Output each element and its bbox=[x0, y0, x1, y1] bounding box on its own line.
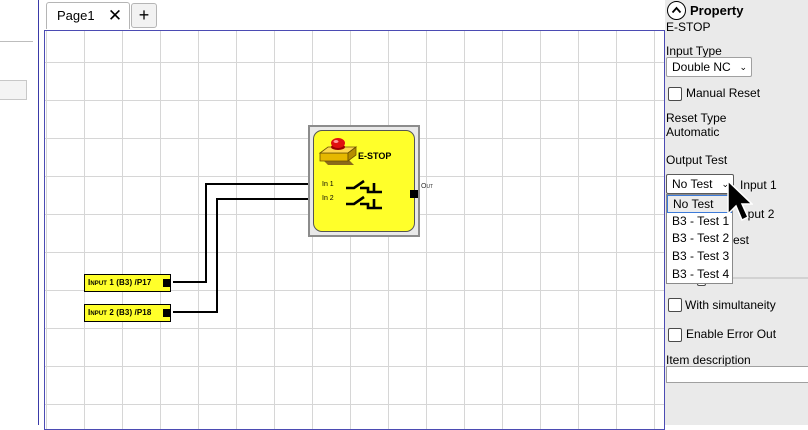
input-block-2-label: Input 2 (B3) /P18 bbox=[88, 308, 152, 317]
manual-reset-checkbox[interactable] bbox=[668, 87, 682, 101]
input-block-1-label: Input 1 (B3) /P17 bbox=[88, 278, 152, 287]
emergency-button-icon bbox=[318, 138, 358, 165]
enable-error-out-label: Enable Error Out bbox=[686, 327, 777, 341]
chevron-down-icon: ⌄ bbox=[739, 62, 747, 72]
input-block-2-port[interactable] bbox=[163, 309, 171, 317]
input-type-select[interactable]: Double NC ⌄ bbox=[666, 57, 752, 77]
output-test-dropdown[interactable]: No Test B3 - Test 1 B3 - Test 2 B3 - Tes… bbox=[666, 194, 733, 284]
panel-title: Property bbox=[690, 3, 744, 18]
output-test-label: Output Test bbox=[666, 153, 728, 167]
dropdown-option[interactable]: B3 - Test 4 bbox=[672, 266, 730, 281]
property-panel: Property E-STOP Input Type Double NC ⌄ M… bbox=[665, 0, 808, 425]
left-panel bbox=[0, 0, 39, 425]
element-name: E-STOP bbox=[666, 20, 711, 34]
wire-layer bbox=[173, 183, 313, 313]
estop-out-label: Out bbox=[421, 183, 434, 190]
tab-page1-label: Page1 bbox=[57, 8, 95, 23]
with-simultaneity-checkbox[interactable] bbox=[668, 298, 682, 312]
nc-contact-icon bbox=[346, 179, 382, 210]
item-description-label: Item description bbox=[666, 353, 751, 367]
reset-type-value: Automatic bbox=[666, 125, 720, 139]
chevron-down-icon: ⌄ bbox=[721, 179, 729, 189]
output-test-value: No Test bbox=[672, 177, 713, 191]
left-panel-field[interactable] bbox=[0, 80, 27, 100]
dropdown-option[interactable]: B3 - Test 3 bbox=[672, 249, 730, 264]
wire-input2-to-in2 bbox=[173, 198, 313, 313]
input-type-label: Input Type bbox=[666, 44, 722, 58]
output-test-select[interactable]: No Test ⌄ bbox=[666, 174, 734, 194]
close-icon[interactable]: ✕ bbox=[107, 6, 123, 25]
estop-in1-label: In 1 bbox=[322, 181, 334, 188]
estop-in2-label: In 2 bbox=[322, 195, 334, 202]
dropdown-option[interactable]: B3 - Test 1 bbox=[672, 213, 730, 228]
dropdown-option[interactable]: No Test bbox=[667, 195, 732, 213]
enable-error-out-checkbox[interactable] bbox=[668, 328, 682, 342]
input1-label: Input 1 bbox=[740, 178, 777, 192]
reset-type-label: Reset Type bbox=[666, 111, 727, 125]
manual-reset-label: Manual Reset bbox=[686, 86, 761, 100]
input-block-1-port[interactable] bbox=[163, 279, 171, 287]
estop-block[interactable]: E-STOP In 1 In 2 bbox=[308, 125, 420, 237]
left-panel-divider bbox=[0, 41, 33, 42]
input-block-2[interactable]: Input 2 (B3) /P18 bbox=[84, 304, 171, 322]
with-simultaneity-label: With simultaneity bbox=[685, 298, 776, 312]
mouse-cursor-icon bbox=[727, 180, 753, 222]
input2-label: nput 2 bbox=[741, 207, 775, 221]
add-page-button[interactable]: + bbox=[131, 3, 157, 28]
test-label: est bbox=[733, 233, 750, 247]
dropdown-option[interactable]: B3 - Test 2 bbox=[672, 231, 730, 246]
estop-out-port[interactable] bbox=[410, 190, 418, 198]
estop-body: E-STOP In 1 In 2 bbox=[313, 130, 418, 232]
item-description-input[interactable] bbox=[666, 366, 808, 383]
wire-input1-to-in1 bbox=[173, 183, 313, 283]
panel-divider bbox=[733, 277, 808, 279]
input-block-1[interactable]: Input 1 (B3) /P17 bbox=[84, 274, 171, 292]
chevron-up-icon[interactable] bbox=[667, 1, 686, 20]
estop-title: E-STOP bbox=[358, 151, 392, 161]
input-type-value: Double NC bbox=[672, 60, 731, 74]
diagram-canvas[interactable]: Input 1 (B3) /P17 Input 2 (B3) /P18 E-ST… bbox=[44, 30, 665, 430]
tab-page1[interactable]: Page1 ✕ bbox=[46, 2, 130, 29]
